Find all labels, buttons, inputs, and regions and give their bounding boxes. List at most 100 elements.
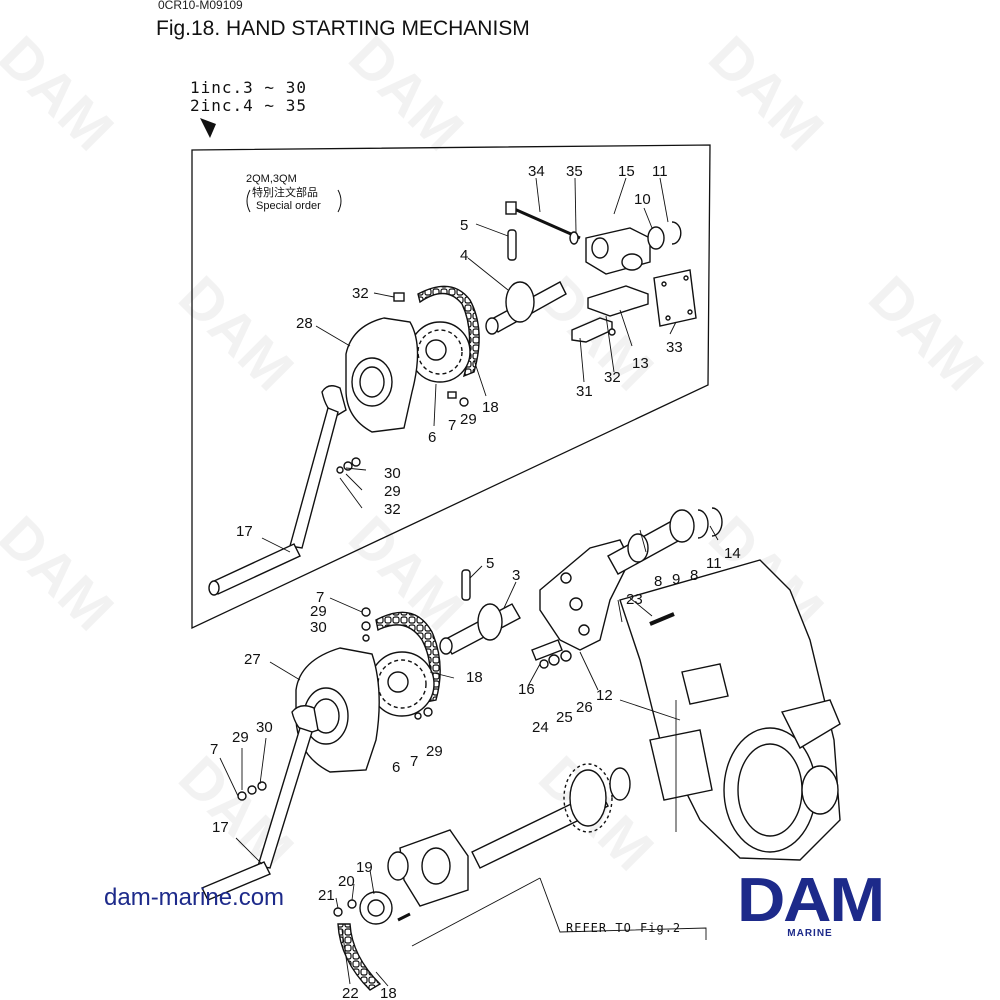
housing-port (801, 765, 839, 815)
handle-arm-17 (289, 407, 339, 549)
special-order-frame (191, 144, 711, 630)
logo-subtitle: MARINE (787, 928, 833, 939)
part-label: 15 (618, 163, 635, 180)
pin-5b (461, 569, 471, 601)
part-label: 6 (428, 429, 436, 446)
part-label: 17 (212, 819, 229, 836)
pointer-arrow-icon (200, 118, 216, 138)
part-label: 11 (706, 555, 722, 572)
shaft-3-flange (477, 603, 503, 641)
chain-18c (337, 923, 382, 991)
handle-grip-17b (201, 861, 271, 901)
part-label: 12 (596, 687, 613, 704)
washer-10 (647, 226, 665, 250)
bolt-head-34 (505, 201, 517, 215)
bracket-arm-12 (539, 539, 631, 651)
handle-grip-17 (211, 543, 301, 595)
part-label: 29 (384, 483, 401, 500)
circlip-11 (671, 221, 682, 245)
part-label: 8 (690, 567, 698, 584)
circlip-14 (711, 507, 723, 537)
part-label: 30 (384, 465, 401, 482)
part-label: 7 (448, 417, 456, 434)
pin-5 (507, 229, 517, 261)
pin-16 (531, 639, 563, 661)
part-label: 27 (244, 651, 261, 668)
part-label: 33 (666, 339, 683, 356)
bolt-32-lower (608, 328, 616, 336)
applicability-line-1: 1inc.3 ~ 30 (190, 78, 307, 97)
special-order-english: Special order (256, 200, 321, 212)
lower-assembly (201, 507, 841, 991)
document-code: 0CR10-M09109 (158, 0, 243, 12)
oil-seal (387, 851, 409, 881)
applicability-line-2: 2inc.4 ~ 35 (190, 96, 307, 115)
sprocket-hub (425, 339, 447, 361)
part-label: 32 (604, 369, 621, 386)
part-label: 18 (482, 399, 499, 416)
part-label: 19 (356, 859, 373, 876)
bracket-13 (587, 285, 649, 317)
part-label: 35 (566, 163, 583, 180)
part-label: 20 (338, 873, 355, 890)
part-label: 5 (460, 217, 468, 234)
part-label: 13 (632, 355, 649, 372)
bearing-8b (669, 509, 695, 543)
washer-29 (459, 397, 469, 407)
part-label: 14 (724, 545, 741, 562)
website-link[interactable]: dam-marine.com (104, 884, 285, 911)
reference-note: REFER TO Fig.2 (566, 921, 681, 935)
housing-flange (681, 663, 729, 705)
part-label: 11 (652, 163, 668, 180)
part-label: 7 (316, 589, 324, 606)
bolt-34 (511, 206, 581, 240)
part-label: 29 (426, 743, 443, 760)
special-order-brackets (246, 189, 342, 213)
part-label: 31 (576, 383, 593, 400)
part-label: 23 (626, 591, 643, 608)
circlip-11b (697, 509, 709, 539)
cover-plate-33 (653, 269, 697, 327)
bracket-bore-2 (621, 253, 643, 271)
upper-part-labels: 34 35 15 11 10 5 4 32 28 18 6 7 29 13 33… (236, 163, 683, 540)
part-label: 25 (556, 709, 573, 726)
handle-crank-end (321, 385, 347, 417)
bracket-bore (591, 237, 609, 259)
part-label: 9 (672, 571, 680, 588)
bracket-31 (571, 317, 613, 343)
figure-title: Fig.18. HAND STARTING MECHANISM (156, 17, 530, 40)
part-label: 22 (342, 985, 359, 1000)
part-label: 18 (380, 985, 397, 1000)
part-label: 21 (318, 887, 335, 904)
stud-23 (649, 612, 675, 626)
part-label: 32 (352, 285, 369, 302)
part-label: 17 (236, 523, 253, 540)
bolt-32 (393, 292, 405, 302)
part-label: 3 (512, 567, 520, 584)
shaft-flange (505, 281, 535, 323)
special-order-japanese: 特別注文部品 (252, 185, 318, 199)
part-label: 18 (466, 669, 483, 686)
handle-arm-17b (257, 727, 313, 869)
part-label: 32 (384, 501, 401, 518)
special-order-models: 2QM,3QM (246, 173, 297, 185)
part-label: 26 (576, 699, 593, 716)
chain-18b (375, 611, 441, 703)
housing-flange-2 (649, 729, 713, 801)
part-label: 30 (310, 619, 327, 636)
leader-lines (219, 177, 719, 987)
washer-35 (569, 231, 579, 245)
part-label: 28 (296, 315, 313, 332)
handle-crank-end-b (291, 705, 319, 735)
gear (569, 769, 607, 827)
gear-bearing (609, 767, 631, 801)
part-label: 30 (256, 719, 273, 736)
upper-assembly (208, 201, 697, 596)
dam-marine-logo: DAM MARINE (720, 870, 900, 942)
part-label: 10 (634, 191, 651, 208)
part-label: 6 (392, 759, 400, 776)
part-label: 29 (310, 603, 327, 620)
part-label: 34 (528, 163, 545, 180)
part-label: 29 (460, 411, 477, 428)
